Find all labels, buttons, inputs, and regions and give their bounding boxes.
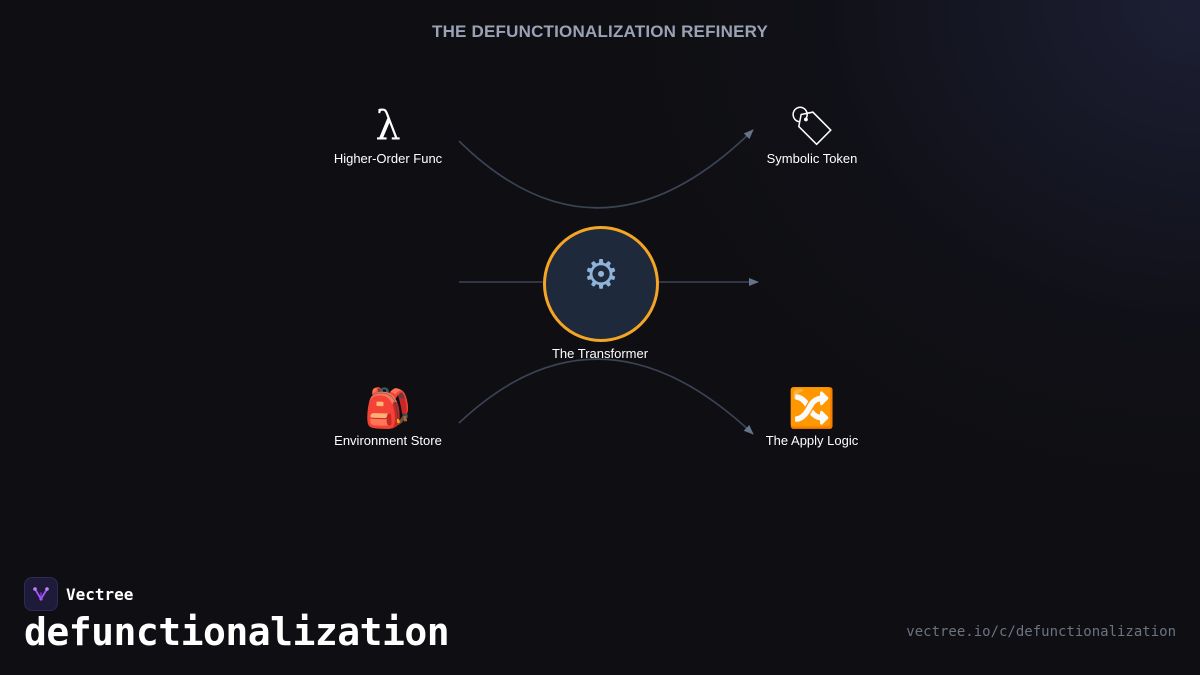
node-label: The Apply Logic <box>765 433 859 448</box>
node-label: Higher-Order Func <box>333 151 443 166</box>
brand-name: Vectree <box>66 584 134 604</box>
lambda-icon: λ <box>375 103 401 149</box>
diagram-title: THE DEFUNCTIONALIZATION REFINERY <box>432 22 768 41</box>
edge-bottom-curve <box>458 358 754 435</box>
topic-title: defunctionalization <box>24 610 450 654</box>
tag-icon: 🏷 <box>787 104 837 148</box>
gear-icon: ⚙ <box>583 252 619 298</box>
shuffle-icon: 🔀 <box>788 386 836 430</box>
vectree-logo-icon <box>24 577 58 611</box>
node-label: Environment Store <box>334 433 442 448</box>
node-apply-logic: 🔀 The Apply Logic <box>732 386 892 448</box>
node-higher-order-func: λ Higher-Order Func <box>308 104 468 166</box>
edge-top-curve <box>458 129 754 209</box>
backpack-icon: 🎒 <box>364 386 412 430</box>
node-symbolic-token: 🏷 Symbolic Token <box>732 104 892 166</box>
node-transformer: ⚙ <box>543 226 659 342</box>
transformer-label: The Transformer <box>551 346 649 361</box>
node-label: Symbolic Token <box>766 151 858 166</box>
brand[interactable]: Vectree <box>24 577 133 611</box>
node-environment-store: 🎒 Environment Store <box>308 386 468 448</box>
topic-url[interactable]: vectree.io/c/defunctionalization <box>906 624 1176 640</box>
